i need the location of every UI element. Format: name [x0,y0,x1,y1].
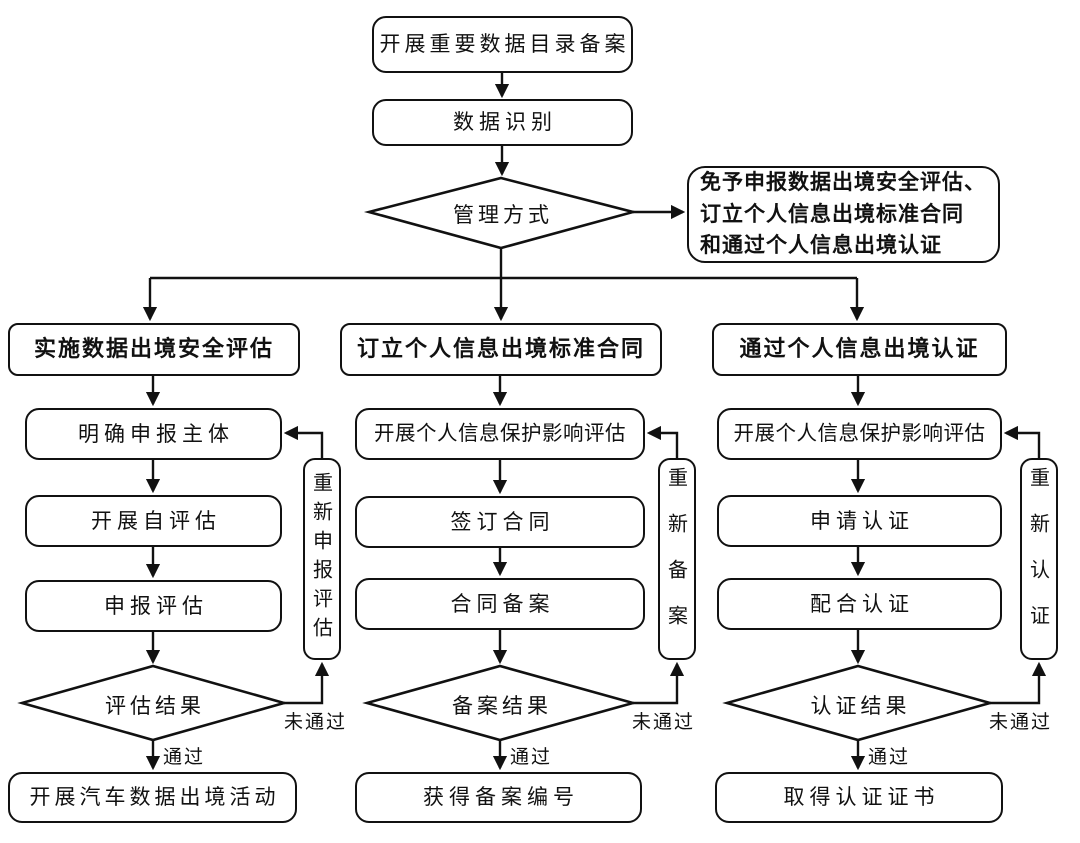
branch3-pass-label: 通过 [868,746,911,768]
arrow-b3-retry-back [1003,425,1041,458]
branch3-header-certification: 通过个人信息出境认证 [712,323,1007,376]
decision-shape-filing-result [362,664,638,742]
branch2-pass-label: 通过 [510,746,553,768]
branch1-fail-label: 未通过 [284,711,348,733]
arrow-b2-retry-back [646,425,679,458]
branch3-fail-label: 未通过 [989,711,1053,733]
branch1-header-security-assessment: 实施数据出境安全评估 [8,323,300,376]
branch3-decision-label-certification-result: 认证结果 [810,694,911,718]
branch1-decision-label-assessment-result: 评估结果 [105,694,205,718]
decision-label-management-mode: 管理方式 [453,203,553,227]
branch2-retry-refile: 重新备案 [658,458,696,660]
arrow-b2-fail [633,661,685,705]
node-exemption-note: 免予申报数据出境安全评估、 订立个人信息出境标准合同 和通过个人信息出境认证 [687,166,1000,263]
trunk-line [150,248,857,280]
branch2-step-sign-contract: 签订合同 [355,496,645,548]
arrow-b3-fail [990,661,1047,705]
branch3-step-cooperate-certification: 配合认证 [717,578,1002,630]
decision-shape-certification-result [722,664,995,742]
branch3-result-obtain-certificate: 取得认证证书 [715,772,1003,823]
node-start-important-data-catalog-filing: 开展重要数据目录备案 [372,16,633,73]
decision-shape-assessment-result [17,664,289,742]
node-data-identification: 数据识别 [372,99,633,146]
branch1-pass-label: 通过 [163,746,206,768]
branch3-step-pia-assessment: 开展个人信息保护影响评估 [717,408,1002,460]
arrow-b1-fail [284,661,330,705]
branch1-retry-redeclare-assessment: 重新申报评估 [303,458,341,660]
branch1-result-carry-out-export-activity: 开展汽车数据出境活动 [8,772,297,823]
arrow-b1-retry-back [283,425,324,458]
branch2-step-contract-filing: 合同备案 [355,578,645,630]
branch1-step-self-assessment: 开展自评估 [25,495,282,547]
branch1-step-declare-assessment: 申报评估 [25,580,282,632]
branch1-step-clarify-declaring-subject: 明确申报主体 [25,408,282,460]
branch2-fail-label: 未通过 [632,711,696,733]
branch2-result-obtain-filing-number: 获得备案编号 [355,772,642,823]
branch3-step-apply-certification: 申请认证 [717,495,1002,547]
branch2-decision-label-filing-result: 备案结果 [452,694,552,718]
decision-shape-management-mode [363,176,639,250]
branch2-step-pia-assessment: 开展个人信息保护影响评估 [355,408,645,460]
branch3-retry-recertify: 重新认证 [1020,458,1058,660]
branch2-header-standard-contract: 订立个人信息出境标准合同 [340,323,662,376]
